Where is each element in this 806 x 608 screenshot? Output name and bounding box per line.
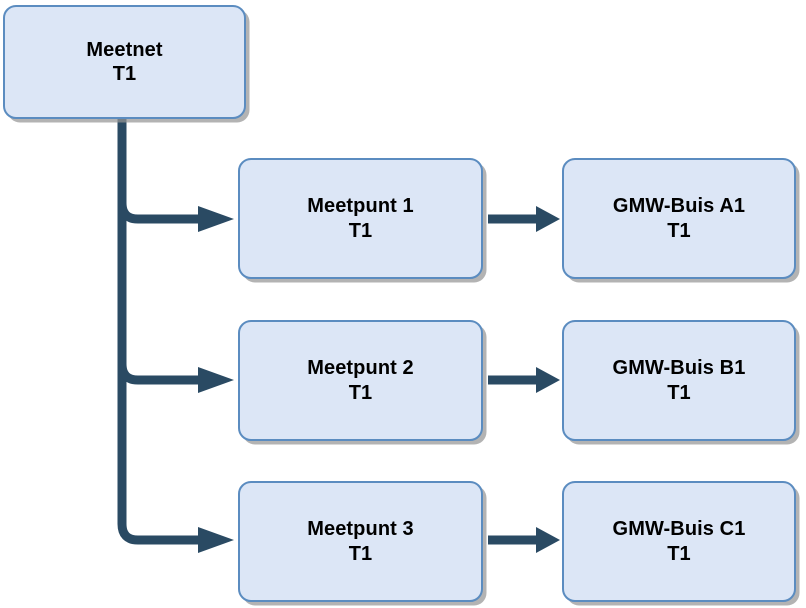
node-meetnet[interactable]: Meetnet T1 <box>3 5 246 119</box>
node-gmw-buis-c1-subtitle: T1 <box>667 542 691 565</box>
node-meetpunt-3-title: Meetpunt 3 <box>307 518 414 541</box>
arrowhead-meetnet-to-meetpunt-1 <box>198 206 234 232</box>
arrowhead-meetnet-to-meetpunt-3 <box>198 527 234 553</box>
node-meetpunt-2[interactable]: Meetpunt 2 T1 <box>238 320 483 441</box>
node-meetpunt-1-title: Meetpunt 1 <box>307 195 414 218</box>
arrowhead-meetpunt-2-to-gmw-b1 <box>536 367 560 393</box>
node-meetpunt-3-subtitle: T1 <box>348 542 373 565</box>
node-gmw-buis-a1-title: GMW-Buis A1 <box>612 195 746 218</box>
node-meetpunt-1[interactable]: Meetpunt 1 T1 <box>238 158 483 279</box>
node-gmw-buis-a1-subtitle: T1 <box>667 219 691 242</box>
arrowhead-meetpunt-1-to-gmw-a1 <box>536 206 560 232</box>
connector-branch-meetpunt-2 <box>117 363 200 385</box>
node-gmw-buis-b1-subtitle: T1 <box>667 381 691 404</box>
node-meetnet-title: Meetnet <box>86 38 163 61</box>
node-meetpunt-2-subtitle: T1 <box>348 381 373 404</box>
node-gmw-buis-b1[interactable]: GMW-Buis B1 T1 <box>562 320 796 441</box>
node-gmw-buis-b1-title: GMW-Buis B1 <box>612 357 746 380</box>
node-meetpunt-1-subtitle: T1 <box>348 219 373 242</box>
node-gmw-buis-a1[interactable]: GMW-Buis A1 T1 <box>562 158 796 279</box>
node-gmw-buis-c1[interactable]: GMW-Buis C1 T1 <box>562 481 796 602</box>
node-meetpunt-2-title: Meetpunt 2 <box>307 357 414 380</box>
arrowhead-meetnet-to-meetpunt-2 <box>198 367 234 393</box>
node-meetnet-subtitle: T1 <box>112 63 137 85</box>
node-meetpunt-3[interactable]: Meetpunt 3 T1 <box>238 481 483 602</box>
connector-branch-meetpunt-1 <box>117 202 200 224</box>
connector-trunk-meetnet <box>117 118 139 545</box>
arrowhead-meetpunt-3-to-gmw-c1 <box>536 527 560 553</box>
node-gmw-buis-c1-title: GMW-Buis C1 <box>612 518 746 541</box>
